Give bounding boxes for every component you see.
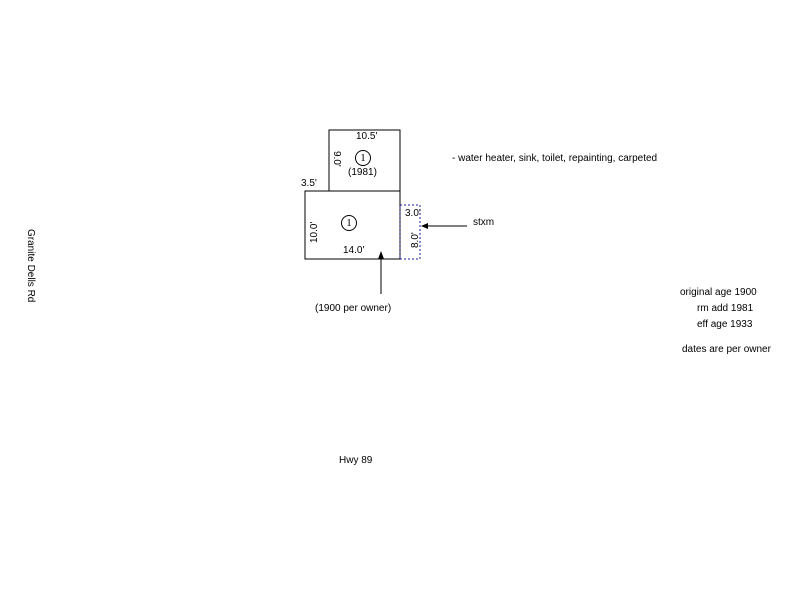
main-room-year-note: (1900 per owner) <box>315 303 392 314</box>
room-add-note: rm add 1981 <box>697 303 754 314</box>
stoop-callout-label: stxm <box>473 217 495 228</box>
original-age-note: original age 1900 <box>680 287 757 298</box>
upper-room-width-label: 10.5' <box>356 131 378 142</box>
upper-room-year-note: (1981) <box>348 167 377 178</box>
main-room-section-marker: 1 <box>341 215 357 231</box>
stoop-callout-arrowhead <box>421 223 428 229</box>
road-label-bottom: Hwy 89 <box>339 455 373 466</box>
main-room-depth-label: 10.0' <box>309 221 320 243</box>
effective-age-note: eff age 1933 <box>697 319 753 330</box>
stoop-depth-label: 8.0' <box>410 232 421 248</box>
main-room-offset-label: 3.5' <box>301 178 317 189</box>
addition-note: - water heater, sink, toilet, repainting… <box>452 153 658 164</box>
stoop-width-label: 3.0' <box>405 208 421 219</box>
upper-room-section-marker: 1 <box>355 150 371 166</box>
dates-source-note: dates are per owner <box>682 344 771 355</box>
road-label-left: Granite Dells Rd <box>25 229 36 303</box>
main-room-width-label: 14.0' <box>343 245 365 256</box>
stoop-outline <box>399 204 421 260</box>
year-callout-arrowhead <box>378 251 384 259</box>
upper-room-depth-label: 9.0' <box>331 151 342 167</box>
